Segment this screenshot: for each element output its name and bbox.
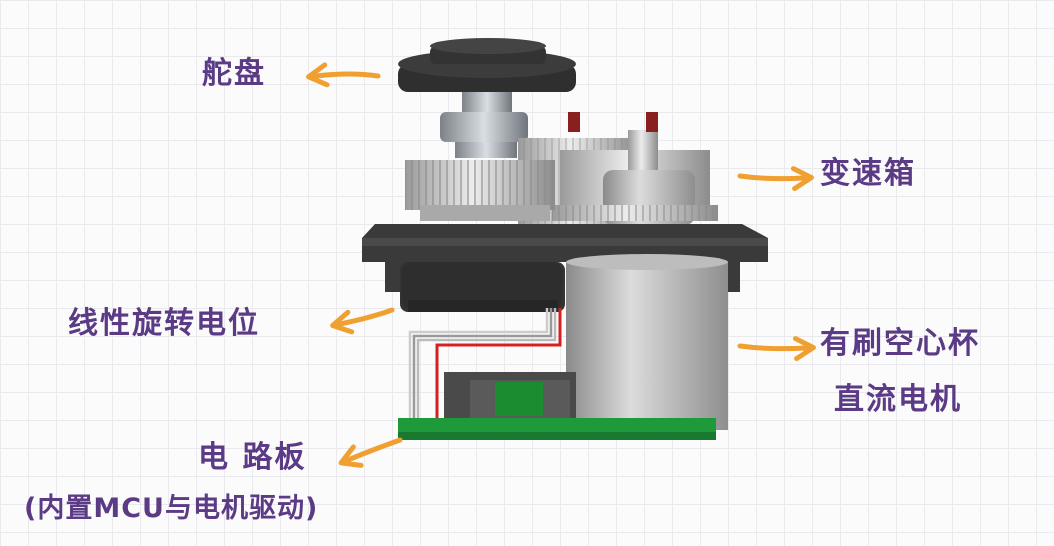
arrow-servo-horn [306, 62, 381, 88]
label-servo-horn: 舵盘 [202, 56, 266, 91]
label-potentiometer: 线性旋转电位 [68, 306, 260, 341]
connector [444, 372, 576, 424]
potentiometer [402, 262, 562, 312]
output-shaft [440, 92, 528, 158]
arrow-circuit-board [338, 437, 403, 468]
label-board-line2: (内置MCU与电机驱动) [24, 493, 319, 524]
motor [566, 254, 728, 430]
circuit-board [398, 418, 716, 440]
arrow-gearbox [737, 166, 814, 192]
label-motor-line1: 有刷空心杯 [820, 326, 980, 361]
gearbox [405, 112, 718, 225]
arrow-motor [737, 336, 816, 362]
arrow-potentiometer [330, 307, 395, 335]
servo-horn [398, 38, 576, 92]
wires [408, 308, 562, 430]
label-motor-line2: 直流电机 [834, 382, 962, 417]
label-gearbox: 变速箱 [820, 156, 916, 191]
label-board-line1: 电 路板 [198, 440, 307, 475]
